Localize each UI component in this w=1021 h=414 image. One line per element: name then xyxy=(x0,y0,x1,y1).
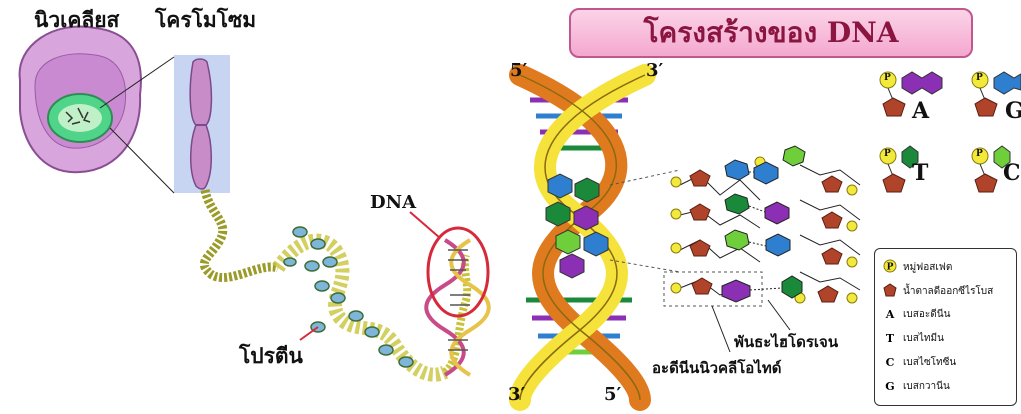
chromosome xyxy=(174,55,230,193)
legend-label-sugar: น้ำตาลดีออกซีไรโบส xyxy=(903,284,993,299)
title-banner: โครงสร้างของ DNA xyxy=(569,8,973,58)
dna-pointer xyxy=(410,212,440,238)
legend-key-a: A xyxy=(883,308,897,321)
legend-row-phosphate: P หมู่ฟอสเฟต xyxy=(883,259,952,276)
detail-sugars xyxy=(690,170,842,302)
legend-label-phosphate: หมู่ฟอสเฟต xyxy=(903,260,952,275)
hydrogen-bond-label: พันธะไฮโดรเจน xyxy=(734,330,838,354)
legend-label-adenine: เบสอะดีนีน xyxy=(903,307,950,322)
legend-row-cytosine: C เบสไซโทซีน xyxy=(883,355,956,370)
phosphate-icon: P xyxy=(883,259,897,276)
legend-label-thymine: เบสไทมีน xyxy=(903,331,944,346)
legend-row-sugar: น้ำตาลดีออกซีไรโบส xyxy=(883,283,993,300)
base-letter-a: A xyxy=(912,98,929,124)
chromosome-label: โครโมโซม xyxy=(155,4,256,37)
legend-label-guanine: เบสกวานีน xyxy=(903,379,950,394)
phosphate-mark-g: P xyxy=(976,73,983,83)
page-title: โครงสร้างของ DNA xyxy=(644,11,899,55)
phosphate-mark-a: P xyxy=(884,73,891,83)
protein-label: โปรตีน xyxy=(239,340,303,373)
nucleus xyxy=(48,94,112,142)
base-letter-t: T xyxy=(912,160,928,186)
nucleotide-pointer xyxy=(712,306,730,352)
phosphate-mark-t: P xyxy=(884,149,891,159)
legend: P หมู่ฟอสเฟต น้ำตาลดีออกซีไรโบส A เบสอะด… xyxy=(874,248,1017,406)
hydrogen-bonds xyxy=(749,172,782,290)
svg-text:P: P xyxy=(887,263,894,273)
base-letter-c: C xyxy=(1003,160,1021,186)
strand-end-top-right: 3′ xyxy=(646,60,663,81)
sugar-pentagon-icon xyxy=(883,283,897,300)
detail-bases xyxy=(722,146,805,302)
legend-row-thymine: T เบสไทมีน xyxy=(883,331,944,346)
strand-end-bottom-right: 5′ xyxy=(604,384,621,405)
base-letter-g: G xyxy=(1005,98,1021,124)
dna-label: DNA xyxy=(370,192,416,213)
legend-row-guanine: G เบสกวานีน xyxy=(883,379,950,394)
nucleotide-label: อะดีนีนนิวคลีโอไทด์ xyxy=(652,356,781,380)
legend-row-adenine: A เบสอะดีนีน xyxy=(883,307,950,322)
strand-end-bottom-left: 3′ xyxy=(508,384,525,405)
protein-pointer xyxy=(300,327,318,340)
hbond-pointer xyxy=(768,300,790,330)
legend-key-g: G xyxy=(883,380,897,393)
phosphate-mark-c: P xyxy=(976,149,983,159)
strand-end-top-left: 5′ xyxy=(510,60,527,81)
legend-key-t: T xyxy=(883,332,897,345)
legend-key-c: C xyxy=(883,356,897,369)
legend-label-cytosine: เบสไซโทซีน xyxy=(903,355,956,370)
nucleus-label: นิวเคลียส xyxy=(34,4,119,37)
